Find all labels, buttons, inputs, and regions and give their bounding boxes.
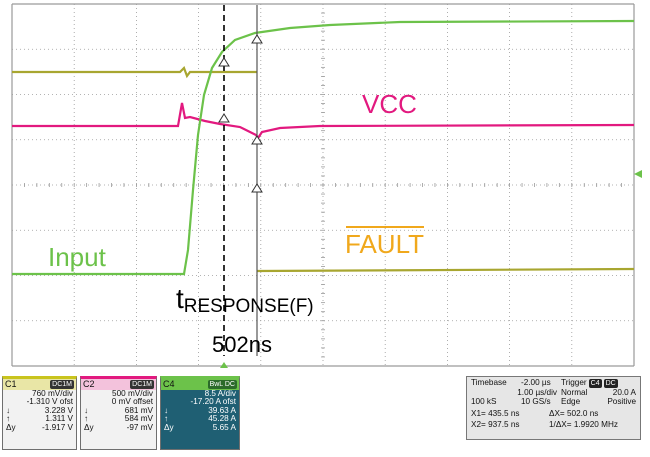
trigger-level-marker [634, 170, 642, 178]
trigger-channel-badge: C4 [588, 379, 602, 388]
response-label: tRESPONSE(F) [176, 283, 314, 317]
volts-per-div: 500 mV/div [112, 389, 153, 398]
trigger-slope: Positive [607, 397, 636, 406]
offset: -17.20 A ofst [190, 397, 236, 407]
channel-name: C2 [83, 379, 95, 389]
trigger-position-marker [220, 362, 228, 368]
cursor-value-1: 3.228 V [44, 405, 73, 415]
timebase-label: Timebase [471, 378, 507, 387]
delta-y: -1.917 V [42, 422, 73, 432]
cursor-value-2: 45.28 A [208, 414, 236, 424]
channel-panel-c2[interactable]: C2 DC1M 500 mV/div 0 mV offset ↓681 mV ↑… [80, 376, 157, 450]
cursor-value-1: 681 mV [124, 405, 153, 415]
cursor-markers [218, 34, 263, 193]
trigger-level: 20.0 A [612, 388, 636, 397]
timebase-div: 1.00 µs/div [517, 388, 557, 397]
cursor-value-1: 39.63 A [208, 405, 236, 415]
delta-y: -97 mV [126, 422, 153, 432]
cursor-x1-readout: X1= 435.5 ns [471, 409, 520, 418]
input-waveform [12, 19, 635, 276]
coupling-badge: DC1M [50, 380, 74, 389]
trigger-coupling-badge: DC [603, 379, 618, 388]
channel-name: C4 [163, 379, 175, 389]
offset: 0 mV offset [111, 397, 153, 407]
timebase-offset: -2.00 µs [521, 378, 551, 387]
delta-label: 502ns [212, 332, 272, 357]
timebase-samples: 100 kS [471, 397, 497, 406]
channel-name: C1 [5, 379, 17, 389]
coupling-badge: BwL DC [207, 380, 237, 389]
vcc-label: VCC [362, 89, 417, 119]
cursor-dx-readout: ΔX= 502.0 ns [549, 409, 599, 418]
coupling-badge: DC1M [130, 380, 154, 389]
amps-per-div: 8.5 A/div [204, 389, 236, 398]
cursor-freq-readout: 1/ΔX= 1.9920 MHz [549, 420, 618, 429]
trigger-mode: Normal [561, 388, 588, 397]
cursor-value-2: 584 mV [124, 414, 153, 424]
input-label: Input [48, 242, 107, 272]
fault-label: FAULT [345, 229, 424, 259]
trigger-type: Edge [561, 397, 581, 406]
timebase-rate: 10 GS/s [521, 397, 551, 406]
delta-y: 5.65 A [212, 422, 236, 432]
vcc-waveform [12, 102, 635, 140]
channel-panel-c4[interactable]: C4 BwL DC 8.5 A/div -17.20 A ofst ↓39.63… [160, 376, 240, 450]
timebase-trigger-panel[interactable]: Timebase -2.00 µs 1.00 µs/div 100 kS 10 … [466, 376, 641, 440]
cursor-x2-readout: X2= 937.5 ns [471, 420, 520, 429]
cursor-value-2: 1.311 V [45, 414, 73, 424]
volts-per-div: 760 mV/div [32, 389, 73, 398]
graticule [11, 3, 635, 367]
channel-panel-c1[interactable]: C1 DC1M 760 mV/div -1.310 V ofst ↓3.228 … [2, 376, 77, 450]
offset: -1.310 V ofst [26, 397, 73, 407]
